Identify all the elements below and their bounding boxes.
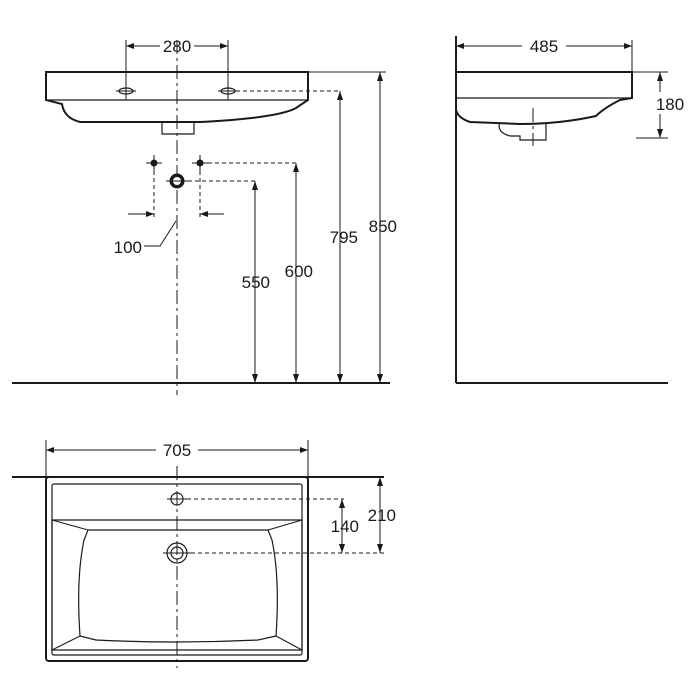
dim-side-height-label: 180 <box>656 95 684 114</box>
dim-tap-offset: 210 <box>368 477 396 553</box>
dim-pipe-height-a-label: 550 <box>242 273 270 292</box>
dim-rim-height-label: 795 <box>330 228 358 247</box>
plan-tap-hole <box>167 492 187 506</box>
plan-view: 705 140 210 <box>12 440 396 668</box>
dim-rim-height: 795 <box>330 91 358 383</box>
waste-pipe-symbol <box>166 173 188 189</box>
dim-total-height-label: 850 <box>369 217 397 236</box>
dim-pipe-height-b: 600 <box>285 163 313 383</box>
supply-point-right <box>192 155 208 171</box>
side-basin-outline <box>455 71 633 126</box>
dim-tap-spacing: 280 <box>125 37 229 84</box>
side-drain-spout <box>498 121 547 141</box>
dim-tap-offset-label: 210 <box>368 506 396 525</box>
dim-tap-spacing-label: 280 <box>163 37 191 56</box>
dim-drain-offset-label: 140 <box>331 517 359 536</box>
dim-pipe-height-b-label: 600 <box>285 262 313 281</box>
plan-drain <box>163 542 191 564</box>
front-view: 280 100 <box>12 37 397 395</box>
dim-total-height: 850 <box>308 71 397 383</box>
dim-pipe-height-a: 550 <box>242 181 270 383</box>
dim-depth: 485 <box>456 37 633 72</box>
dim-width: 705 <box>45 440 309 477</box>
supply-point-left <box>146 155 162 171</box>
dim-pipe-spacing: 100 <box>114 171 224 257</box>
dim-drain-offset: 140 <box>331 499 359 553</box>
plan-bowl-inner <box>78 529 278 643</box>
dim-depth-label: 485 <box>530 37 558 56</box>
dim-side-height: 180 <box>632 71 684 139</box>
front-drain-spout <box>161 122 195 135</box>
side-view: 485 180 <box>455 36 684 384</box>
dim-pipe-spacing-label: 100 <box>114 238 142 257</box>
front-basin-outline <box>45 71 309 123</box>
dim-width-label: 705 <box>163 441 191 460</box>
